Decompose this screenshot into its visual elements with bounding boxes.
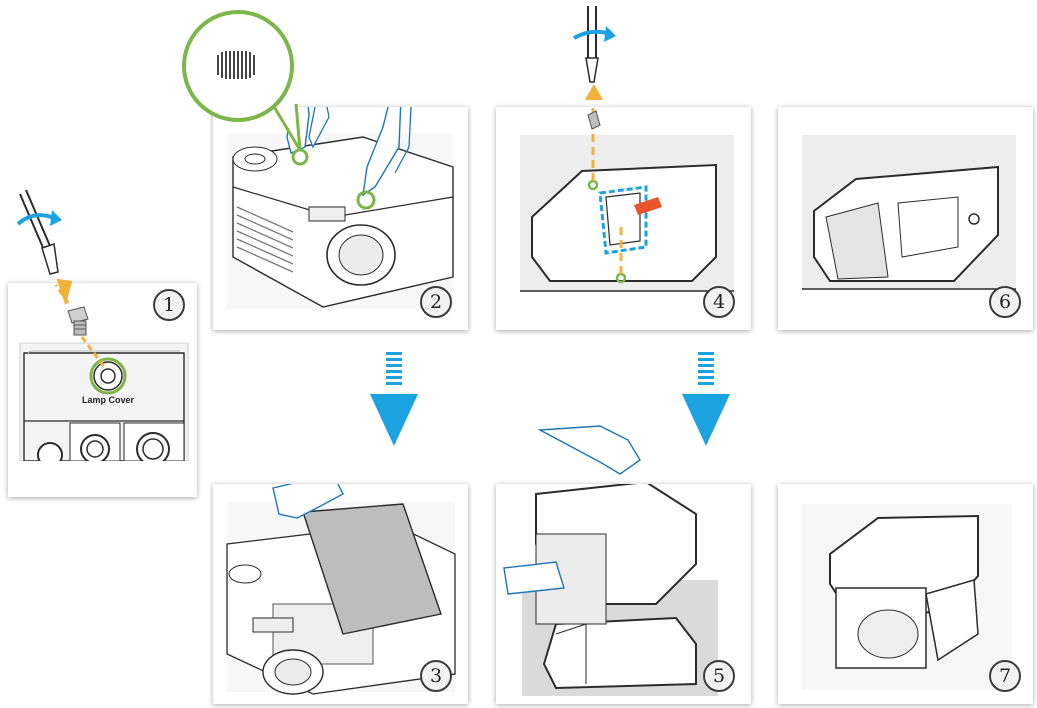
lamp-cover-label: Lamp Cover <box>82 395 134 405</box>
step-number-5: 5 <box>703 660 735 692</box>
step-7-panel: 7 <box>778 484 1033 704</box>
step-number-2: 2 <box>420 286 452 318</box>
step-5-panel: 5 <box>496 484 751 704</box>
step-number-4: 4 <box>703 286 735 318</box>
screw-icon <box>68 307 88 335</box>
step-2-panel: 2 <box>213 107 468 330</box>
step-3-panel: 3 <box>213 484 468 704</box>
rotate-arrow-icon <box>50 210 62 226</box>
step-number-6: 6 <box>989 286 1021 318</box>
screwdriver-icon <box>18 190 62 274</box>
step-1-panel: Lamp Cover 1 <box>8 283 197 497</box>
step-number-7: 7 <box>989 660 1021 692</box>
screwdriver-icon <box>574 6 616 82</box>
step-number-1: 1 <box>153 289 185 321</box>
step-4-panel: 4 <box>496 107 751 330</box>
step-6-panel: 6 <box>778 107 1033 330</box>
step-number-3: 3 <box>420 660 452 692</box>
rotate-arrow-icon <box>604 26 616 42</box>
down-arrow-icon <box>370 352 418 446</box>
down-arrow-icon <box>682 352 730 446</box>
